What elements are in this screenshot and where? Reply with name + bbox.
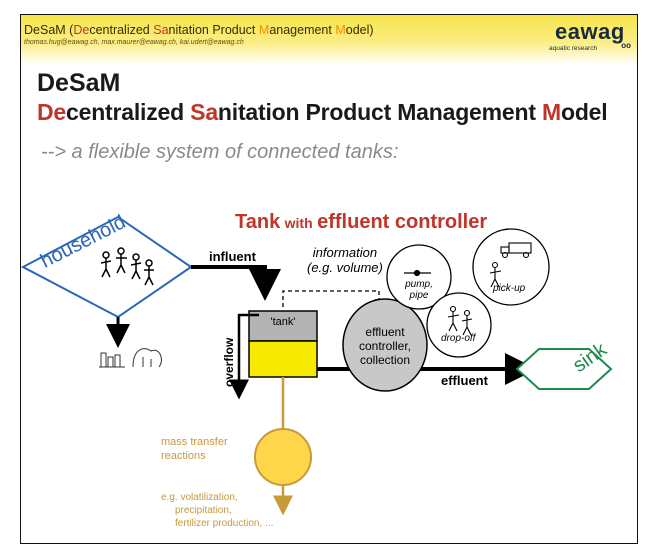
- landscape-icon: [99, 348, 162, 368]
- mass-line1: mass transfer: [161, 436, 228, 448]
- overflow-label: overflow: [222, 337, 236, 387]
- title-long-part: De: [37, 99, 67, 125]
- header-title-part: De: [73, 23, 90, 37]
- pump-pipe-circle: [386, 244, 452, 310]
- slide-header: DeSaM (Decentralized Sanitation Product …: [21, 15, 637, 65]
- title-long-part: odel: [560, 99, 608, 125]
- logo-word: eawag: [555, 19, 625, 44]
- effluent-controller-label: effluent controller, collection: [343, 325, 427, 367]
- influent-arrow: [191, 265, 281, 301]
- logo-subtitle: aquatic research: [549, 45, 598, 52]
- subtitle: --> a flexible system of connected tanks…: [41, 141, 399, 163]
- header-title-part: centralized: [89, 23, 154, 37]
- truck-icon: [489, 242, 532, 288]
- drop-off-circle: [426, 292, 492, 358]
- mass-transfer-label: mass transfer reactions: [161, 435, 228, 463]
- title-long-part: Sa: [190, 99, 218, 125]
- pump-line2: pipe: [409, 290, 429, 301]
- tank-content: [248, 340, 318, 378]
- eg-line2: precipitation,: [175, 505, 232, 516]
- title-long-part: M: [542, 99, 561, 125]
- mass-transfer-circle: [254, 428, 312, 486]
- eg-line3: fertilizer production, ...: [175, 518, 274, 529]
- influent-label: influent: [209, 249, 256, 264]
- header-title-part: odel): [345, 23, 374, 37]
- tank-label: 'tank': [270, 316, 296, 328]
- people-icon: [100, 247, 154, 286]
- walking-person-icon: [447, 305, 473, 336]
- tank-heading-with: with: [284, 215, 313, 231]
- header-title-part: Sa: [153, 23, 169, 37]
- pump-pipe-label: pump, pipe: [397, 279, 441, 301]
- drop-off-label: drop-off: [441, 333, 476, 344]
- tank-diagram: [21, 215, 613, 516]
- information-label: information (e.g. volume): [307, 245, 383, 275]
- controller-line3: collection: [359, 353, 411, 367]
- tank-heading: Tank with effluent controller: [235, 211, 487, 234]
- tank-heading-rest: effluent controller: [317, 211, 488, 233]
- tank-heading-word: Tank: [235, 211, 281, 233]
- header-title: DeSaM (Decentralized Sanitation Product …: [24, 23, 374, 37]
- examples-label: e.g. volatilization, precipitation, fert…: [161, 491, 273, 530]
- header-title-part: anagement: [269, 23, 336, 37]
- header-title-part: DeSaM (: [24, 23, 74, 37]
- header-title-part: nitation Product: [168, 23, 259, 37]
- sink-hexagon: [515, 348, 613, 390]
- overflow-arrow: [229, 313, 259, 400]
- pump-icon: [404, 269, 431, 277]
- effluent-controller-circle: [342, 298, 428, 392]
- pick-up-label: pick-up: [493, 283, 526, 294]
- title-long-part: nitation Product Management: [217, 99, 542, 125]
- information-line1: information: [312, 245, 378, 260]
- title-long: Decentralized Sanitation Product Managem…: [37, 99, 608, 126]
- header-title-part: M: [335, 23, 346, 37]
- title-long-part: centralized: [66, 99, 191, 125]
- eg-line1: e.g. volatilization,: [161, 492, 238, 503]
- mass-line2: reactions: [161, 450, 206, 462]
- effluent-label: effluent: [441, 373, 488, 388]
- title-short: DeSaM: [37, 69, 121, 97]
- header-emails: thomas.hug@eawag.ch, max.maurer@eawag.ch…: [24, 39, 244, 46]
- header-title-part: M: [258, 23, 270, 37]
- pump-line1: pump,: [405, 279, 433, 290]
- logo-drops: oo: [621, 41, 631, 50]
- controller-line1: effluent: [365, 325, 405, 339]
- slide: DeSaM (Decentralized Sanitation Product …: [20, 14, 638, 544]
- information-line2: (e.g. volume): [307, 260, 383, 275]
- eawag-logo: eawag aquatic research oo: [547, 19, 631, 53]
- controller-line2: controller,: [358, 339, 412, 353]
